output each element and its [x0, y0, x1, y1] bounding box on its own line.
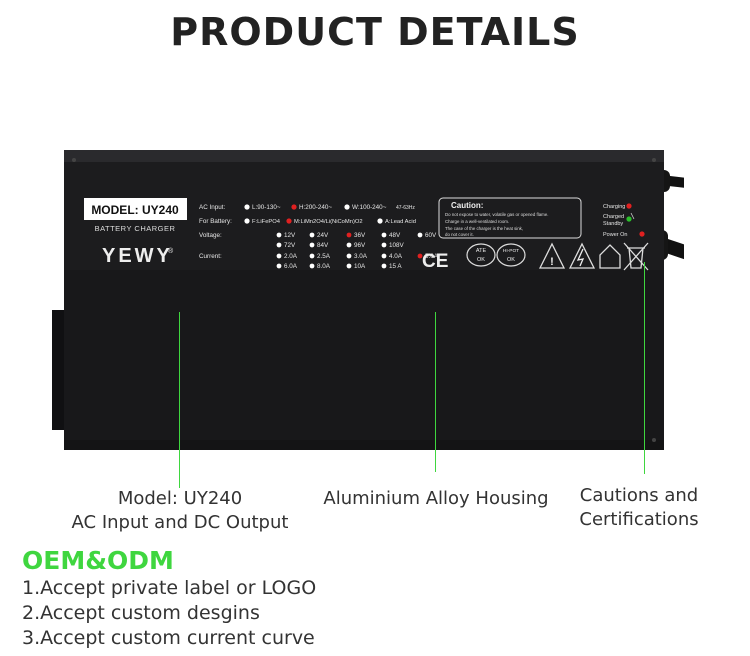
- option-value: 72V: [284, 242, 296, 249]
- option-dot-icon: [346, 232, 352, 238]
- electric-shock-icon: [568, 242, 596, 269]
- option-value: 6.0A: [284, 263, 298, 270]
- brand-logo: YEWY: [102, 245, 173, 267]
- charging-led-icon: [626, 203, 632, 209]
- option-value: 24V: [317, 232, 329, 239]
- led-standby-label: Standby: [603, 221, 623, 227]
- option-value: 8.0A: [317, 263, 331, 270]
- charger-subtitle: BATTERY CHARGER: [95, 224, 176, 233]
- ac-input-w: W:100-240~: [352, 204, 387, 211]
- callout-line-cautions: [644, 262, 645, 474]
- option-dot-icon: [381, 242, 387, 248]
- model-label-box: [84, 198, 187, 220]
- ac-input-freq: 47-63Hz: [396, 205, 415, 211]
- option-dot-icon: [309, 263, 315, 269]
- option-value: 36V: [354, 232, 366, 239]
- oem-item: 3.Accept custom current curve: [22, 627, 315, 649]
- option-value: 12V: [284, 232, 296, 239]
- ac-input-label: AC Input:: [199, 204, 226, 211]
- power-led-icon: [639, 231, 645, 237]
- option-value: 108V: [389, 242, 405, 249]
- oem-item: 2.Accept custom desgins: [22, 602, 260, 624]
- current-options: 2.0A 2.5A 3.0A 4.0A 5.0A 6.0A 8.0A 10A 15 A: [276, 253, 439, 270]
- option-value: 4.0A: [389, 253, 403, 260]
- option-dot-icon: [381, 253, 387, 259]
- option-value: 60V: [425, 232, 437, 239]
- weee-bin-icon: [623, 242, 649, 271]
- option-dot-icon: [346, 263, 352, 269]
- option-dot-icon: [276, 253, 282, 259]
- standby-led-icon: [626, 216, 632, 222]
- caution-box: [438, 197, 582, 239]
- svg-text:HI-POT: HI-POT: [503, 248, 519, 254]
- caption-model-line2: AC Input and DC Output: [71, 512, 289, 533]
- caption-cautions: Cautions and Certifications: [560, 484, 718, 532]
- caution-line: Do not expose to water, volatile gas or …: [445, 212, 549, 217]
- indoor-use-icon: [599, 244, 621, 269]
- option-dot-icon: [276, 232, 282, 238]
- voltage-label: Voltage:: [199, 232, 222, 239]
- caption-cautions-line2: Certifications: [579, 509, 699, 530]
- option-dot-icon: [346, 253, 352, 259]
- oem-item: 1.Accept private label or LOGO: [22, 577, 317, 599]
- option-value: 48V: [389, 232, 401, 239]
- caption-housing: Aluminium Alloy Housing: [323, 488, 549, 509]
- caption-cautions-line1: Cautions and: [579, 485, 699, 506]
- battery-label: For Battery:: [199, 218, 232, 225]
- option-dot-icon: [309, 232, 315, 238]
- caption-model-line1: Model: UY240: [117, 488, 243, 509]
- option-value: 3.0A: [354, 253, 368, 260]
- caution-line: Charge in a well-ventilated room.: [445, 219, 509, 224]
- svg-text:OK: OK: [507, 257, 515, 263]
- battery-m: M:LiMn2O4/Li(NiCoMn)O2: [294, 219, 363, 225]
- callout-line-model: [179, 312, 180, 488]
- caution-line: do not cover it.: [445, 232, 474, 237]
- option-value: 84V: [317, 242, 329, 249]
- ce-mark-icon: CE: [422, 251, 448, 272]
- option-value: 5.0A: [425, 253, 439, 260]
- led-power-label: Power On: [603, 232, 627, 238]
- caution-title: Caution:: [451, 201, 483, 210]
- svg-text:ATE: ATE: [476, 248, 487, 254]
- ate-ok-icon: [466, 243, 496, 267]
- led-charged-label: Charged: [603, 214, 624, 220]
- caution-line: The case of the charger is the heat sink…: [445, 226, 523, 231]
- warning-icon: [538, 242, 566, 269]
- option-dot-icon: [276, 263, 282, 269]
- callout-line-housing: [435, 312, 436, 472]
- option-value: 15 A: [389, 263, 402, 270]
- battery-charger-image: MODEL: UY240 BATTERY CHARGER YEWY ® AC I…: [52, 150, 684, 450]
- hipot-ok-icon: [496, 243, 526, 267]
- led-charging-label: Charging: [603, 204, 625, 210]
- voltage-options: 12V 24V 36V 48V 60V 72V 84V 96V 108V: [276, 232, 437, 249]
- model-label: MODEL: UY240: [91, 203, 179, 217]
- option-dot-icon: [309, 242, 315, 248]
- option-dot-icon: [417, 253, 423, 259]
- option-value: 96V: [354, 242, 366, 249]
- brand-registered-mark: ®: [168, 247, 174, 255]
- current-label: Current:: [199, 253, 222, 260]
- option-value: 2.5A: [317, 253, 331, 260]
- ac-input-h: H:200-240~: [299, 204, 332, 211]
- option-dot-icon: [309, 253, 315, 259]
- svg-text:!: !: [550, 256, 554, 268]
- option-dot-icon: [381, 232, 387, 238]
- battery-a: A:Lead Acid: [385, 219, 416, 225]
- page-title: PRODUCT DETAILS: [170, 10, 580, 54]
- option-value: 2.0A: [284, 253, 298, 260]
- ac-input-l: L:90-130~: [252, 204, 281, 211]
- oem-heading: OEM&ODM: [22, 546, 174, 575]
- option-dot-icon: [417, 232, 423, 238]
- svg-text:OK: OK: [477, 257, 485, 263]
- caption-model: Model: UY240 AC Input and DC Output: [40, 487, 320, 535]
- option-dot-icon: [381, 263, 387, 269]
- option-dot-icon: [276, 242, 282, 248]
- option-dot-icon: [346, 242, 352, 248]
- battery-f: F:LiFePO4: [252, 219, 281, 225]
- option-value: 10A: [354, 263, 366, 270]
